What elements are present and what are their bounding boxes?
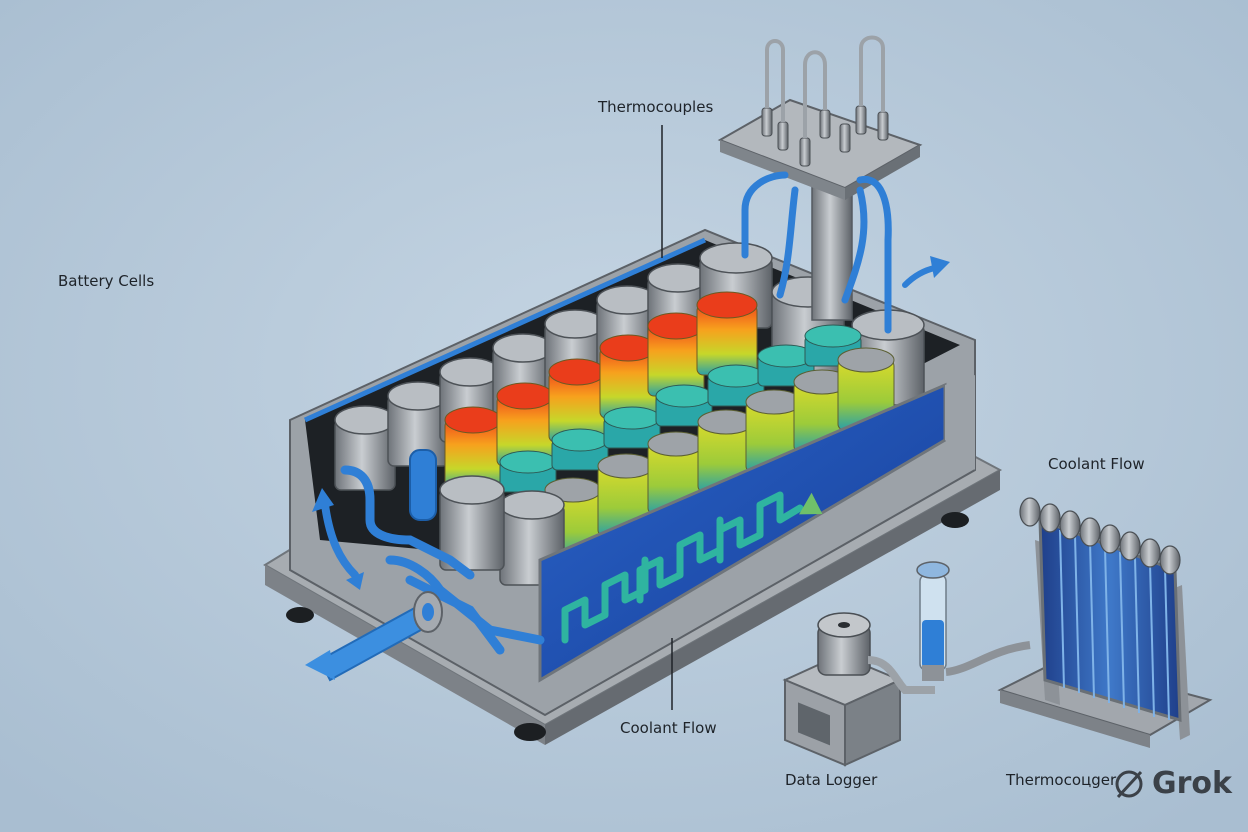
grok-watermark: Grok (1112, 766, 1232, 801)
coolant-channels (340, 449, 545, 655)
left-flow-arrow (321, 501, 359, 579)
coolant-flow-label-bottom: Coolant Flow (620, 719, 717, 737)
radiator (997, 497, 1213, 748)
cell-front-left (439, 475, 565, 586)
battery-cells (334, 242, 925, 586)
coolant-outlet (305, 591, 443, 682)
thermocouple-wires (741, 171, 892, 334)
thermo-bottom-label: Thermocoцger (1006, 771, 1117, 789)
thermocouples-label: Thermocouples (598, 98, 714, 116)
data-logger-label: Data Logger (785, 771, 878, 789)
coolant-panel (538, 375, 975, 683)
coolant-flow-up-arrow (902, 256, 950, 288)
cell-row-hot (444, 291, 758, 491)
coolant-flow-label-right: Coolant Flow (1048, 455, 1145, 473)
grok-logo-icon (1115, 770, 1143, 798)
thermocouple-bracket (717, 35, 923, 321)
battery-cells-label: Battery Cells (58, 272, 155, 290)
watermark-text: Grok (1152, 766, 1232, 801)
data-logger-unit (782, 612, 935, 767)
leader-lines (661, 125, 673, 710)
coolant-reservoir (916, 561, 1031, 681)
